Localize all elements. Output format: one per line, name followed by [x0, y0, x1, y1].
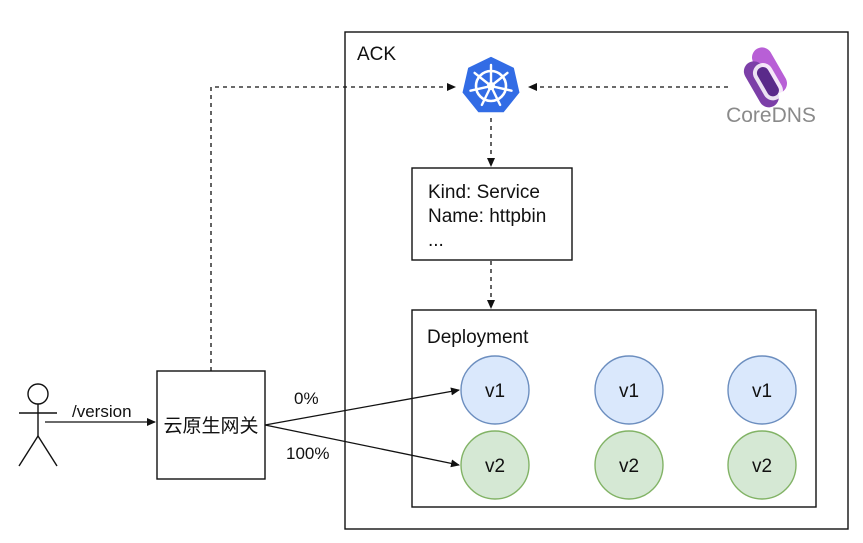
pod-label: v2	[752, 456, 772, 477]
ack-cluster-label: ACK	[357, 44, 396, 65]
pod-label: v1	[752, 381, 772, 402]
pod-label: v1	[619, 381, 639, 402]
pod-label: v2	[485, 456, 505, 477]
service-ellipsis: ...	[428, 230, 444, 251]
user-icon	[18, 383, 58, 467]
pod: v2	[460, 430, 530, 500]
pod-label: v2	[619, 456, 639, 477]
route-to-v1-arrow	[264, 387, 460, 426]
coredns-logo-icon	[743, 47, 787, 108]
pod: v1	[460, 355, 530, 425]
pod-label: v1	[485, 381, 505, 402]
kubernetes-icon	[460, 55, 522, 114]
route-to-v2-arrow	[264, 424, 460, 468]
service-box	[411, 167, 573, 261]
ack-cluster-box	[344, 31, 849, 530]
gateway-to-k8s-arrow	[210, 83, 456, 371]
coredns-label: CoreDNS	[726, 104, 816, 127]
pod: v1	[594, 355, 664, 425]
service-name: Name: httpbin	[428, 206, 546, 227]
gateway-box	[156, 370, 266, 480]
pod: v1	[727, 355, 797, 425]
request-path-label: /version	[72, 402, 132, 421]
deployment-box	[411, 309, 817, 508]
service-kind: Kind: Service	[428, 182, 540, 203]
pod: v2	[594, 430, 664, 500]
v2-weight-label: 100%	[286, 444, 329, 463]
gateway-label: 云原生网关	[163, 415, 258, 437]
pod: v2	[727, 430, 797, 500]
v1-weight-label: 0%	[294, 389, 319, 408]
deployment-label: Deployment	[427, 327, 529, 348]
